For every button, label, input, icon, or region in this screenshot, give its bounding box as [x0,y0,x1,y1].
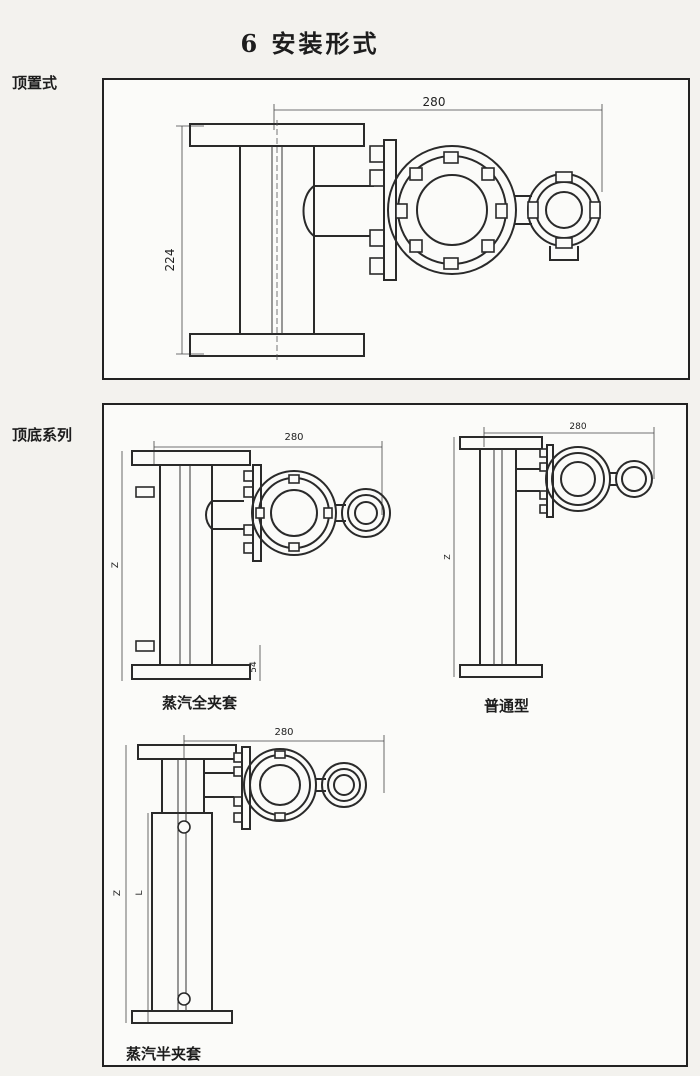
section-label-top-mount: 顶置式 [12,74,58,92]
steam-half-z-dim: Z [113,890,123,896]
standard-type-drawing: 280 Z [443,422,655,678]
steam-half-jacket-caption: 蒸汽半夹套 [126,1045,202,1063]
steam-full-z-dim: Z [111,562,121,568]
standard-type-caption: 普通型 [484,697,530,715]
standard-z-dim: Z [443,554,452,560]
steam-half-l-dim: L [135,890,145,895]
steam-full-jacket-caption: 蒸汽全夹套 [162,694,238,712]
page-title: 6 安装形式 [240,29,380,58]
section-label-top-bottom: 顶底系列 [12,426,73,444]
steam-half-jacket-drawing: 280 Z L [113,727,385,1024]
housing-bolts-ring [395,151,508,270]
steam-full-width-dim: 280 [284,432,303,443]
standard-width-dim: 280 [569,422,586,432]
steam-half-width-dim: 280 [274,727,293,738]
top-mount-drawing-frame: 280 224 [102,78,690,380]
top-mount-width-dim: 280 [423,95,446,109]
steam-full-jacket-drawing: 280 Z 54 [111,432,391,681]
top-bottom-drawing-frame: 280 Z 54 蒸汽全夹套 280 [102,403,688,1067]
steam-full-bottom-dim: 54 [249,661,259,673]
top-mount-height-dim: 224 [163,249,177,272]
top-mount-drawing: 280 224 [163,95,603,360]
